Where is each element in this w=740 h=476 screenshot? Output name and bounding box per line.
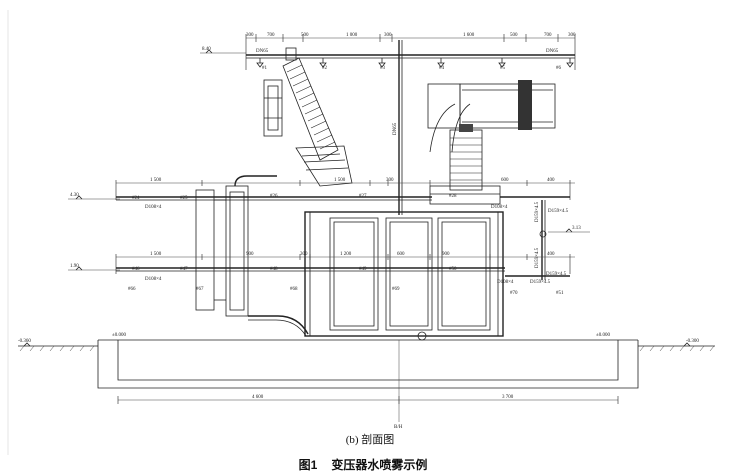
base-dim-left: 4 600 (252, 395, 264, 400)
right-duct (427, 80, 556, 153)
nozzle-50: #50 (449, 267, 457, 272)
nozzle-66: #66 (128, 287, 136, 292)
svg-text:8.40: 8.40 (202, 47, 211, 52)
top-dim-1: 300 (246, 33, 254, 38)
top-dimension-chain: 300 700 500 1 000 300 1 600 500 700 300 (245, 33, 576, 70)
nozzle-6: #6 (556, 66, 562, 71)
lower-spray-pipe: D108×4 D108×4 D159×4.5 D159×4.5 #46 #47 … (116, 267, 570, 296)
top-spray-pipe: DN65 DN65 (246, 49, 575, 59)
mid-d108-label: D108×4 (145, 205, 162, 210)
svg-text:4.30: 4.30 (70, 193, 79, 198)
middle-dimension-chain: 1 500 1 500 300 600 400 (115, 178, 575, 200)
hv-bushing-inclined (282, 47, 353, 187)
figure-number: 图1 (298, 458, 318, 472)
base-dim-right: 3 700 (502, 395, 514, 400)
elevation-313: 3.13 (548, 226, 590, 233)
vert-d159-label-2: D159×4.5 (535, 247, 540, 268)
svg-text:3.13: 3.13 (572, 226, 581, 231)
axis-label: B/H (394, 425, 403, 430)
transformer-tank (304, 211, 504, 341)
ground-and-foundation (18, 339, 715, 389)
nozzle-49: #49 (359, 267, 367, 272)
elev-m0300: -0.300 (686, 339, 699, 344)
lv-bushing-tower (429, 124, 501, 205)
top-dim-4: 1 000 (346, 33, 358, 38)
svg-text:1 500: 1 500 (150, 252, 162, 257)
svg-text:600: 600 (501, 178, 509, 183)
top-dim-2: 700 (267, 33, 275, 38)
nozzle-3: #3 (380, 66, 386, 71)
top-dim-8: 700 (544, 33, 552, 38)
figure-title: 变压器水喷雾示例 (331, 458, 428, 472)
d159-label-a: D159×4.5 (548, 209, 569, 214)
nozzle-47: #47 (180, 267, 188, 272)
elev-m0360: -0.360 (18, 339, 31, 344)
right-vertical-pipe: D159×4.5 D159×4.5 D159×4.5 (535, 200, 569, 280)
nozzle-51: #51 (556, 291, 564, 296)
svg-text:900: 900 (442, 252, 450, 257)
nozzle-69: #69 (392, 287, 400, 292)
elev-0-right: ±0.000 (596, 333, 610, 338)
d159-label-b: D159×4.5 (530, 280, 551, 285)
top-right-dn65-label: DN65 (546, 49, 559, 54)
subcaption: (b) 剖面图 (345, 434, 395, 446)
nozzle-24: #24 (132, 196, 140, 201)
nozzle-70: #70 (510, 291, 518, 296)
bot-d108-label: D108×4 (497, 280, 514, 285)
ground-elevations: -0.360 -0.300 ±0.000 ±0.000 (18, 333, 699, 347)
nozzle-1: #1 (262, 66, 268, 71)
svg-text:400: 400 (547, 178, 555, 183)
middle-spray-pipe: D108×4 D108×4 #24 #25 #26 #27 #28 (116, 194, 570, 210)
figure-caption: 图1 变压器水喷雾示例 (0, 456, 740, 473)
top-left-dn65-label: DN65 (256, 49, 269, 54)
nozzle-28: #28 (449, 194, 457, 199)
top-dim-7: 500 (510, 33, 518, 38)
central-riser: DN65 (393, 40, 403, 215)
top-nozzle-group: #1 #2 #3 #4 #5 #6 (256, 58, 574, 71)
nozzle-25: #25 (180, 196, 188, 201)
right-d108-label: D108×4 (491, 205, 508, 210)
nozzle-27: #27 (359, 194, 367, 199)
svg-text:400: 400 (547, 252, 555, 257)
nozzle-67: #67 (196, 287, 204, 292)
base-dimension-chain: 4 600 3 700 B/H (117, 340, 619, 430)
left-radiator (195, 175, 309, 337)
svg-text:1 500: 1 500 (334, 178, 346, 183)
top-dim-3: 500 (301, 33, 309, 38)
left-upper-duct (263, 79, 283, 137)
nozzle-48: #48 (270, 267, 278, 272)
vert-d159-label-1: D159×4.5 (535, 201, 540, 222)
nozzle-5: #5 (500, 66, 506, 71)
top-dim-5: 300 (384, 33, 392, 38)
svg-text:1.90: 1.90 (70, 264, 79, 269)
nozzle-46: #46 (132, 267, 140, 272)
top-dim-9: 300 (568, 33, 576, 38)
elevation-430: 4.30 (68, 193, 120, 200)
svg-text:1 200: 1 200 (340, 252, 352, 257)
riser-dn65-label: DN65 (393, 122, 398, 135)
elevation-190: 1.90 (68, 264, 120, 271)
nozzle-4: #4 (439, 66, 445, 71)
svg-text:300: 300 (300, 252, 308, 257)
svg-text:1 500: 1 500 (150, 178, 162, 183)
svg-text:300: 300 (386, 178, 394, 183)
top-dim-6: 1 600 (463, 33, 475, 38)
svg-text:600: 600 (397, 252, 405, 257)
svg-text:900: 900 (246, 252, 254, 257)
nozzle-2: #2 (322, 66, 328, 71)
lower-dimension-chain: 1 500 900 300 1 200 600 900 400 (115, 252, 575, 274)
d159-label-c: D159×4.5 (546, 272, 567, 277)
nozzle-68: #68 (290, 287, 298, 292)
nozzle-26: #26 (270, 194, 278, 199)
elev-0-left: ±0.000 (112, 333, 126, 338)
elevation-840: 8.40 (200, 47, 246, 54)
low-d108-label: D108×4 (145, 277, 162, 282)
